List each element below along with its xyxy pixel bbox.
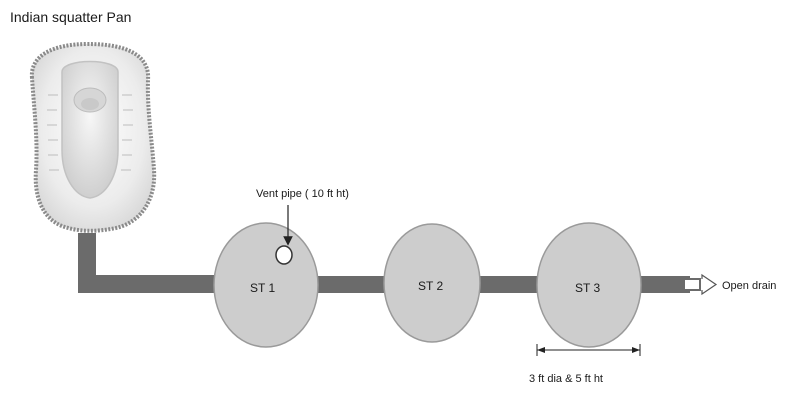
septic-tank-3: ST 3 bbox=[536, 222, 642, 348]
tank-label-1: ST 1 bbox=[250, 281, 275, 295]
vent-label: Vent pipe ( 10 ft ht) bbox=[256, 188, 349, 200]
drain-label: Open drain bbox=[722, 280, 776, 292]
dimension-line bbox=[536, 344, 641, 356]
vent-pipe: Vent pipe ( 10 ft ht) bbox=[256, 188, 349, 265]
tank-label-2: ST 2 bbox=[418, 279, 443, 293]
inlet-pipe bbox=[78, 275, 218, 293]
septic-tank-2: ST 2 bbox=[383, 223, 481, 343]
outlet-nozzle bbox=[683, 278, 701, 291]
connector-pipe-1-2 bbox=[316, 276, 386, 293]
diagram-title: Indian squatter Pan bbox=[10, 9, 131, 25]
connector-pipe-2-3 bbox=[479, 276, 541, 293]
vent-pipe-opening bbox=[275, 245, 293, 265]
squatter-pan-icon bbox=[29, 41, 157, 233]
drain-arrow-icon bbox=[701, 273, 718, 296]
tank-label-3: ST 3 bbox=[575, 281, 600, 295]
outlet-pipe bbox=[640, 276, 690, 293]
septic-tank-1: ST 1 bbox=[213, 222, 319, 348]
dimension-label: 3 ft dia & 5 ft ht bbox=[529, 373, 603, 385]
pipe-network bbox=[78, 233, 701, 293]
